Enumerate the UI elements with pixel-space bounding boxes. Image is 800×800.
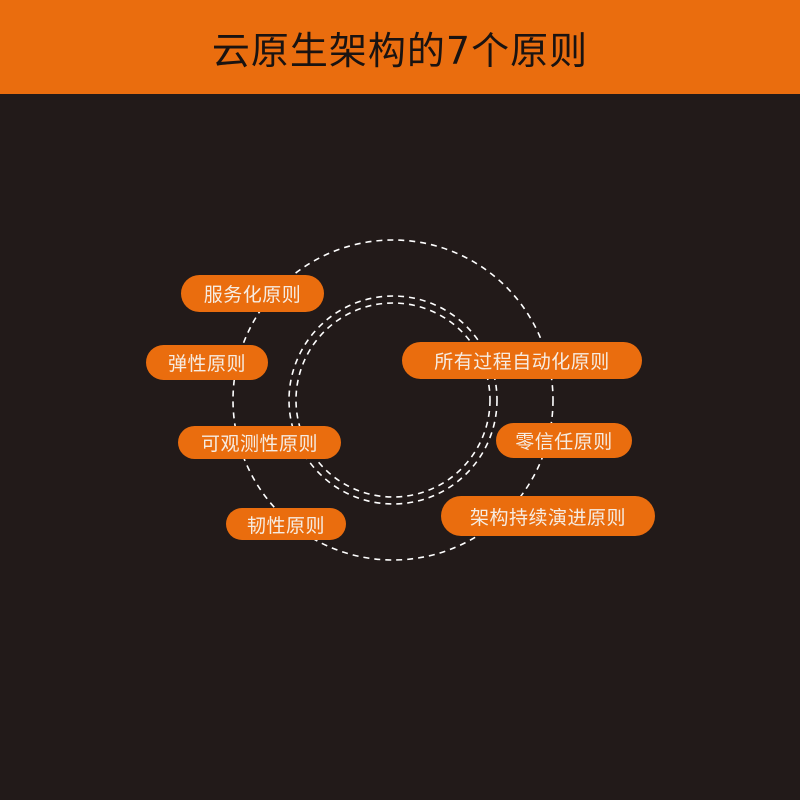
principle-label: 服务化原则	[203, 284, 302, 306]
principle-label: 所有过程自动化原则	[434, 351, 610, 373]
principle-label: 可观测性原则	[200, 433, 318, 455]
principle-label: 弹性原则	[167, 353, 246, 375]
diagram-canvas	[0, 94, 800, 800]
inner-ring-a	[288, 295, 498, 505]
outer-ring	[232, 239, 554, 561]
header-banner: 云原生架构的7个原则	[0, 0, 800, 94]
principle-observability: 可观测性原则	[178, 426, 341, 459]
principle-label: 韧性原则	[246, 514, 325, 537]
principle-label: 零信任原则	[515, 431, 613, 453]
principle-label: 架构持续演进原则	[469, 506, 626, 529]
inner-ring-b	[295, 302, 491, 498]
principle-resilience: 韧性原则	[226, 508, 346, 540]
principle-full-automation: 所有过程自动化原则	[402, 342, 642, 379]
principle-service-oriented: 服务化原则	[181, 275, 324, 312]
principle-elasticity: 弹性原则	[146, 345, 268, 380]
principle-continuous-evolution: 架构持续演进原则	[441, 496, 655, 536]
principle-zero-trust: 零信任原则	[496, 423, 632, 458]
page-title: 云原生架构的7个原则	[211, 28, 589, 73]
